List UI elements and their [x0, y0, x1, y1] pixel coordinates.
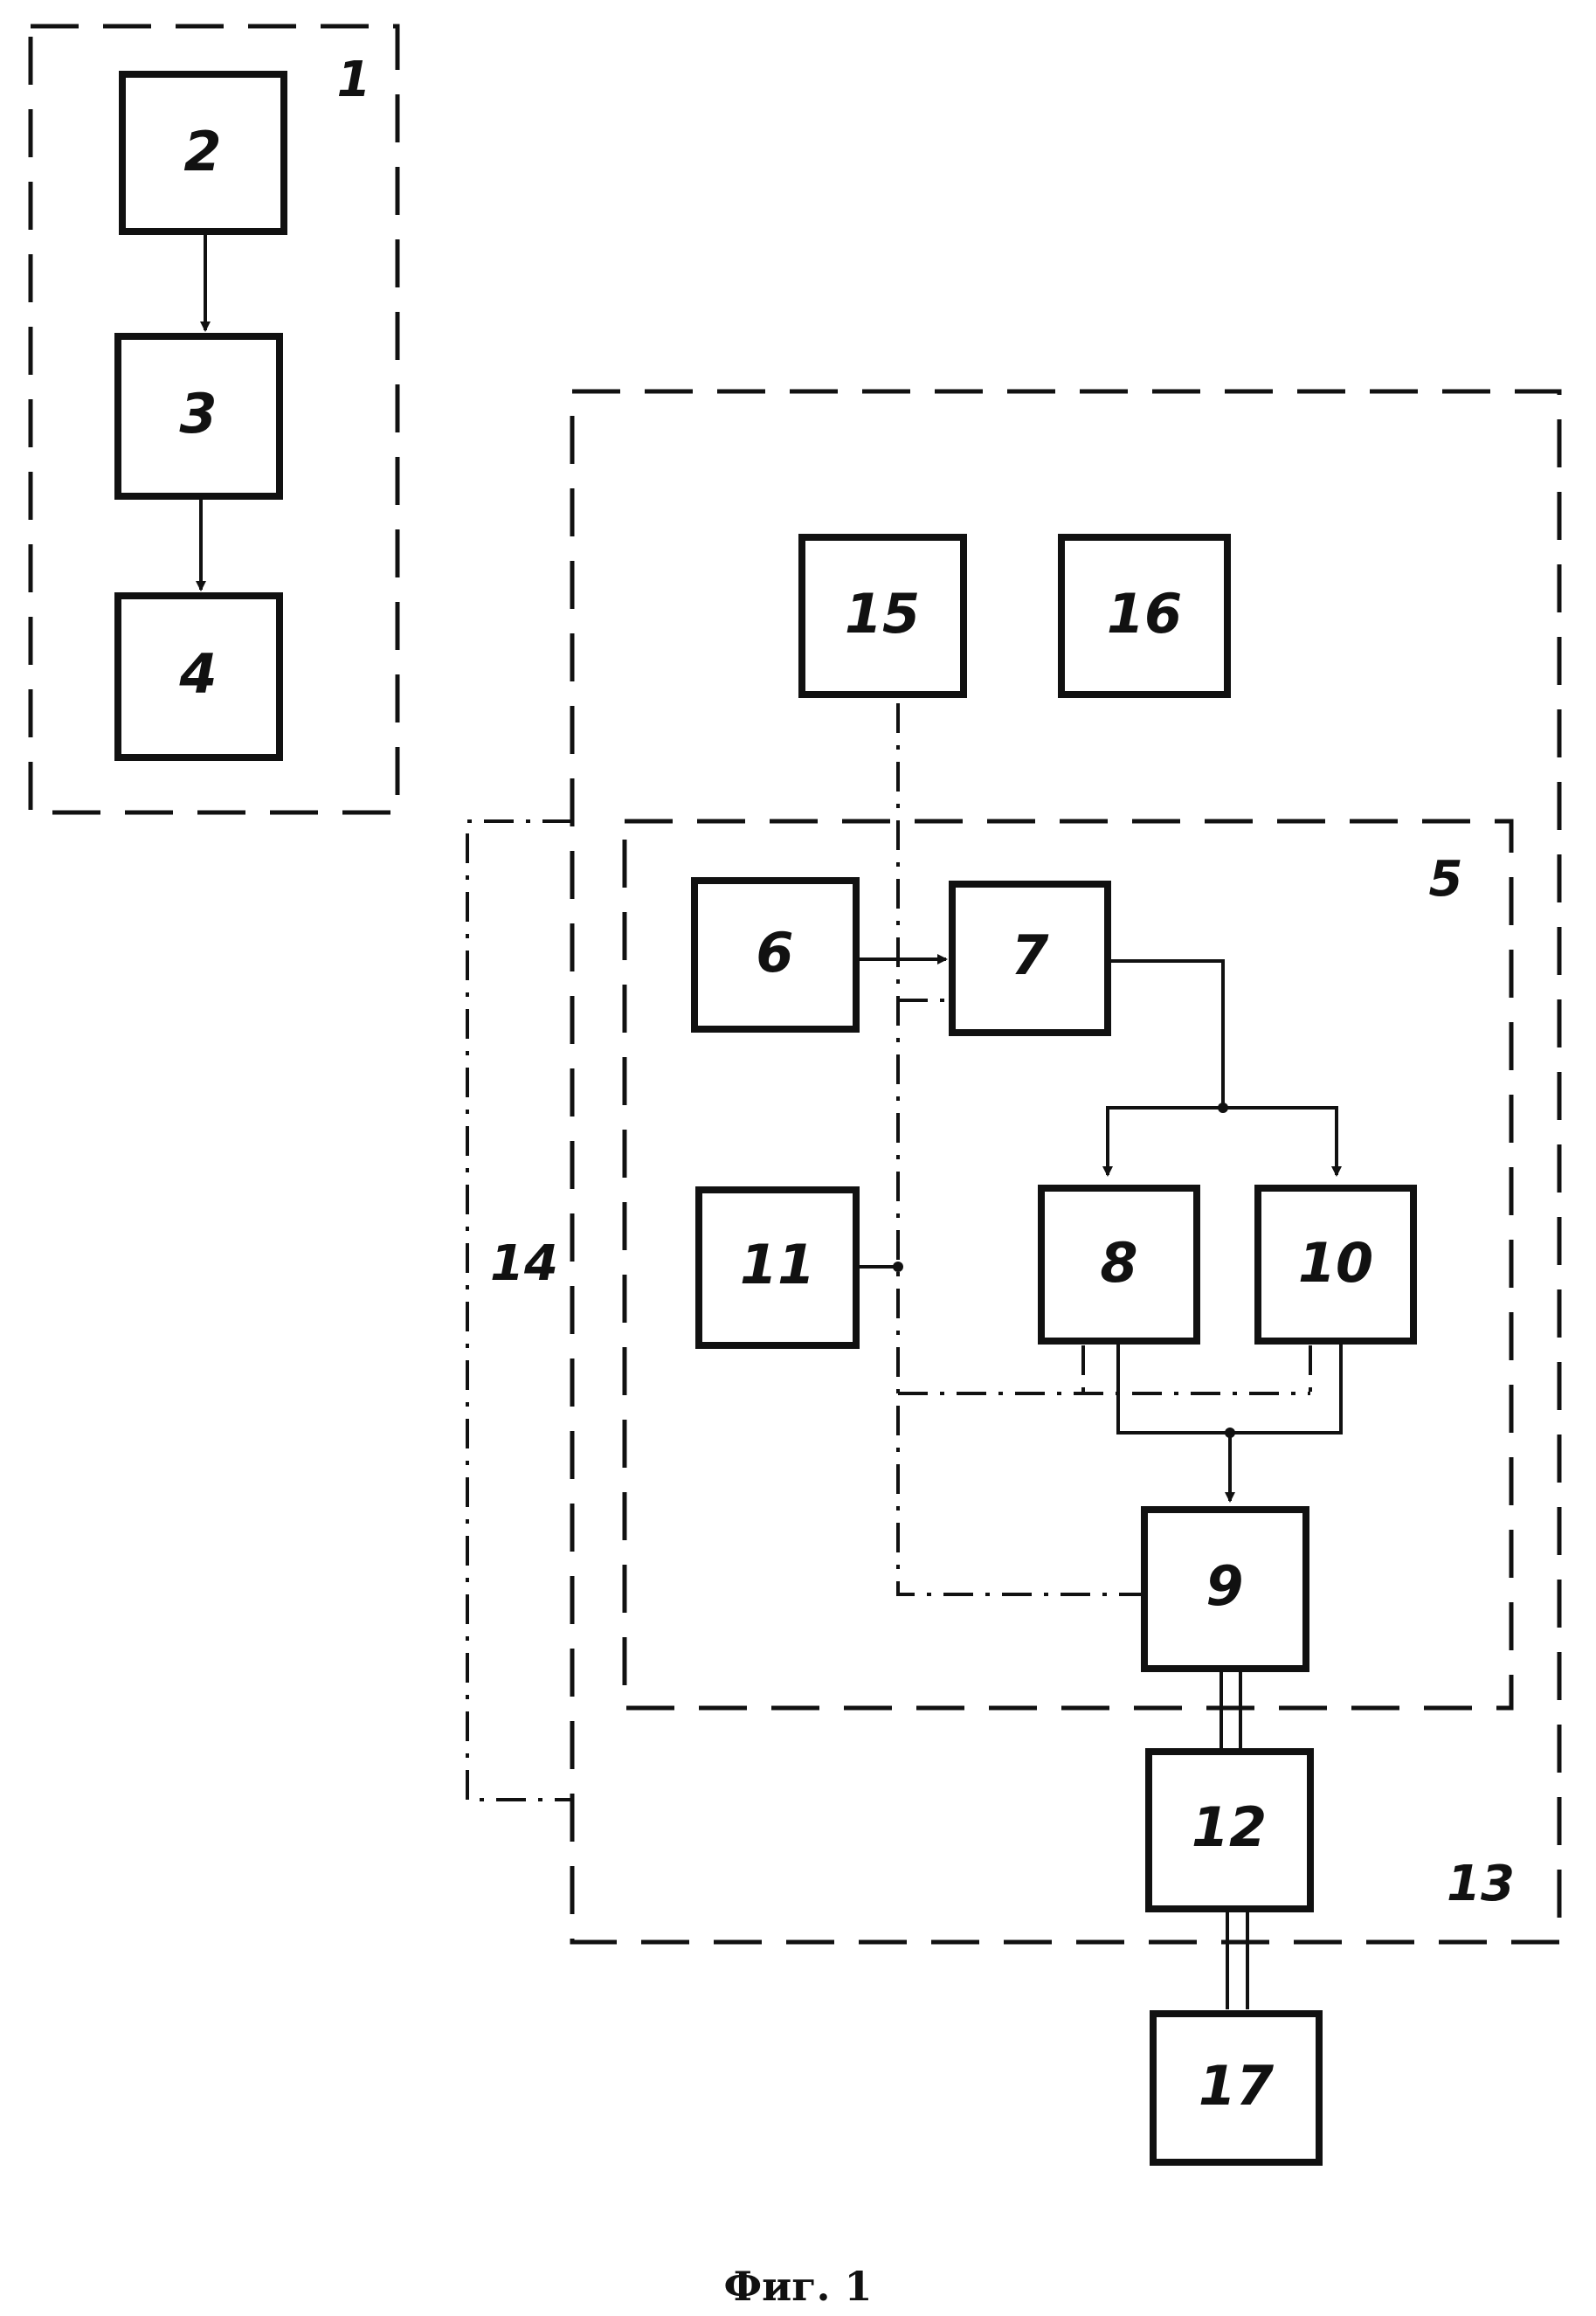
- block-15-label: 15: [845, 582, 920, 646]
- block-3-label: 3: [179, 382, 217, 446]
- wire-10-to-9: [1230, 1341, 1341, 1433]
- group-14-label: 14: [490, 1235, 558, 1292]
- block-12-label: 12: [1192, 1795, 1267, 1859]
- group-13-label: 13: [1447, 1856, 1515, 1912]
- wire-split-right: [1223, 1108, 1337, 1175]
- block-16-label: 16: [1107, 582, 1182, 646]
- block-2-label: 2: [183, 120, 221, 183]
- block-7-label: 7: [1011, 923, 1049, 987]
- wire-split-left: [1108, 1108, 1223, 1175]
- block-11-label: 11: [740, 1233, 815, 1296]
- block-9-label: 9: [1206, 1554, 1243, 1618]
- group-1-label: 1: [337, 52, 371, 108]
- block-10-label: 10: [1298, 1231, 1373, 1295]
- wire-8-to-9: [1118, 1341, 1230, 1433]
- junction-dot-merge: [1225, 1428, 1235, 1438]
- wire-7-out: [1108, 961, 1223, 1108]
- block-4-label: 4: [178, 642, 217, 706]
- block-17-label: 17: [1199, 2054, 1275, 2118]
- block-6-label: 6: [756, 921, 793, 985]
- junction-dot: [1218, 1103, 1228, 1113]
- junction-dot-11: [893, 1262, 903, 1272]
- figure-caption: Фиг. 1: [0, 2263, 1596, 2310]
- group-14-boundary: [467, 821, 572, 1800]
- group-5-label: 5: [1429, 851, 1463, 908]
- block-8-label: 8: [1100, 1231, 1137, 1295]
